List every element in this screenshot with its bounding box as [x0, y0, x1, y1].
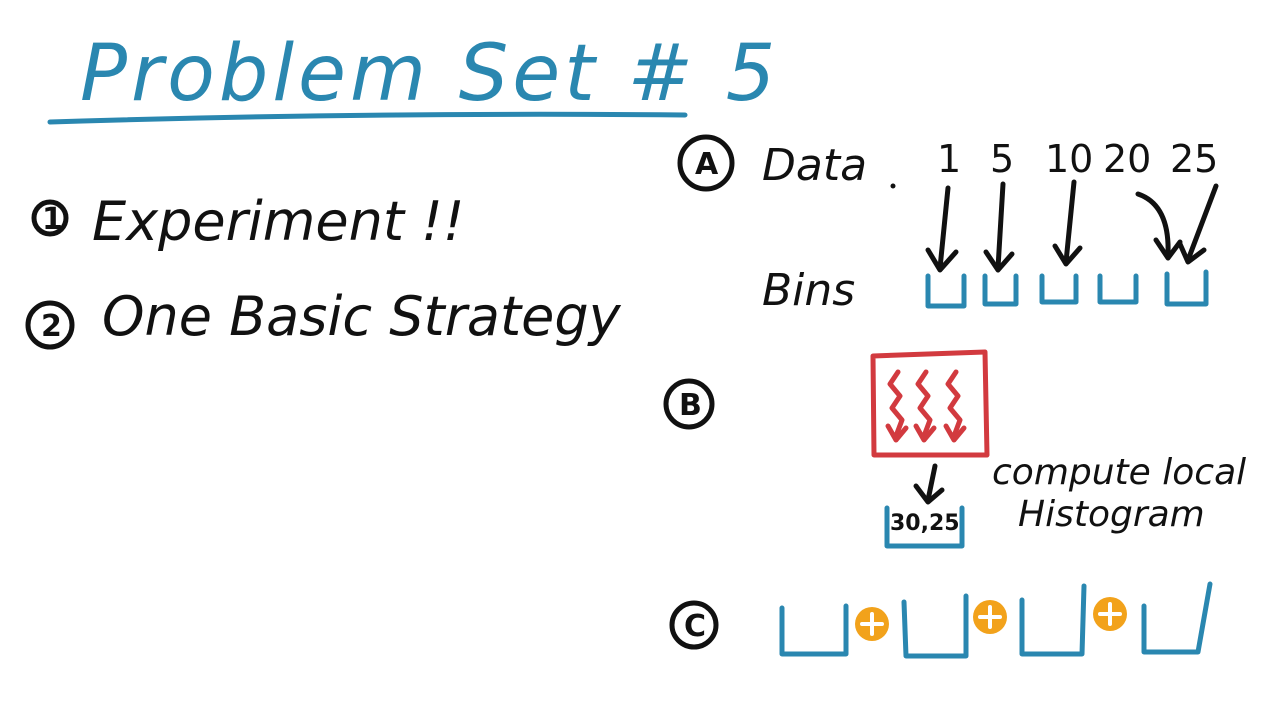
- arrow: [1063, 179, 1077, 265]
- arrow-head: [1153, 237, 1183, 261]
- item-marker-circle: [25, 300, 75, 350]
- title-underline: [47, 111, 688, 125]
- bin: [925, 273, 967, 309]
- list-item: 1 Experiment !!: [31, 190, 464, 253]
- bins-label: Bins: [762, 265, 855, 316]
- item-basic-strategy: One Basic Strategy: [102, 285, 622, 348]
- thread-arrow-head: [885, 423, 909, 443]
- arrow-head: [913, 483, 945, 505]
- thread-arrow: [945, 369, 963, 439]
- item-marker: 2: [41, 309, 62, 344]
- note-histogram: Histogram: [1018, 494, 1205, 535]
- data-value: 5: [990, 137, 1014, 181]
- section-c-marker: C: [684, 609, 706, 644]
- arrow: [1185, 183, 1219, 263]
- bin: [1097, 273, 1139, 305]
- section-b: B 30,25 compute local Histogram: [663, 349, 1246, 549]
- data-value: 25: [1170, 137, 1218, 181]
- bin: [779, 603, 849, 657]
- local-bin: [884, 505, 965, 549]
- plus-icon: [855, 607, 889, 641]
- local-bin-content: 30,25: [890, 511, 960, 536]
- item-experiment: Experiment !!: [92, 190, 464, 253]
- section-b-marker: B: [679, 388, 702, 423]
- arrow: [1135, 191, 1171, 258]
- list-item: 2 One Basic Strategy: [25, 285, 622, 350]
- plus-icon: [973, 600, 1007, 634]
- data-value: 1: [937, 137, 961, 181]
- bin: [982, 273, 1019, 307]
- bins-row: [925, 269, 1209, 309]
- thread-block: [870, 349, 990, 458]
- note-compute-local: compute local: [992, 452, 1246, 493]
- arrow: [937, 185, 951, 271]
- arrow: [925, 463, 938, 503]
- arrow-head: [1052, 243, 1083, 267]
- page-title: Problem Set # 5: [80, 29, 779, 119]
- bin: [1039, 273, 1079, 305]
- section-b-marker-circle: [663, 378, 715, 430]
- data-label: Data: [762, 140, 867, 191]
- section-a-marker: A: [695, 147, 719, 182]
- arrow: [995, 181, 1006, 271]
- thread-arrow: [887, 369, 905, 439]
- bin: [1164, 269, 1209, 307]
- section-c-marker-circle: [669, 600, 719, 650]
- bin: [901, 593, 969, 659]
- thread-arrow: [915, 369, 933, 439]
- arrow-head: [1177, 241, 1207, 265]
- section-a: A Data 1 5 10 20 25 Bins: [677, 134, 1219, 316]
- section-a-marker-circle: [677, 134, 735, 192]
- arrow-head: [925, 247, 959, 273]
- data-arrows: [925, 179, 1219, 273]
- data-value: 20: [1103, 137, 1151, 181]
- data-value: 10: [1045, 137, 1093, 181]
- bin: [1019, 583, 1087, 657]
- item-marker-circle: [31, 199, 69, 237]
- item-marker: 1: [42, 202, 63, 237]
- arrow-head: [983, 249, 1015, 273]
- thread-arrow-head: [913, 423, 937, 443]
- dot: [890, 183, 896, 189]
- section-c: C: [669, 581, 1213, 659]
- bin: [1141, 581, 1213, 655]
- thread-arrow-head: [943, 423, 967, 443]
- thread-arrows: [885, 369, 967, 443]
- plus-icon: [1093, 597, 1127, 631]
